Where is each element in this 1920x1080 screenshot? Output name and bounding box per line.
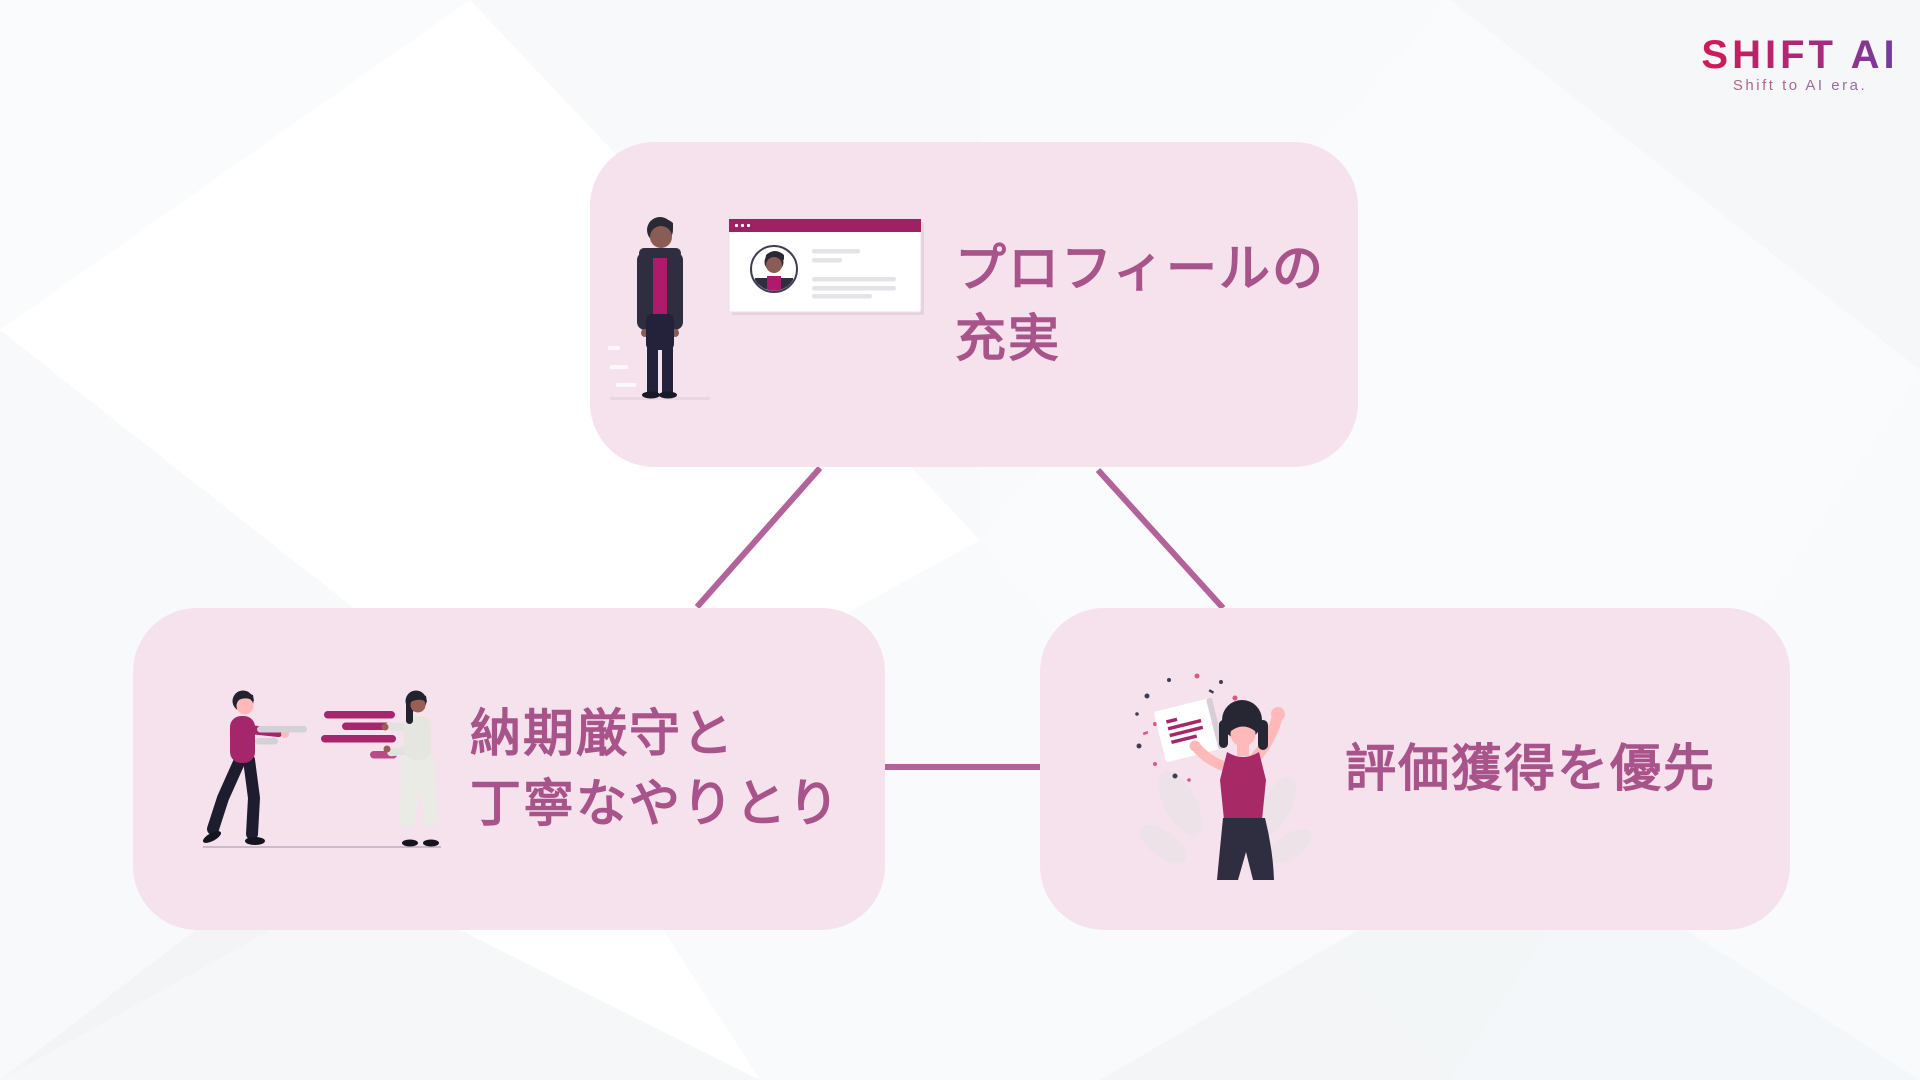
label-line-1: 評価獲得を優先: [1345, 740, 1717, 797]
label-line-1: プロフィールの: [955, 240, 1325, 297]
two-people-messaging-illustration: [203, 690, 441, 848]
walking-man-figure: [203, 690, 289, 845]
confetti-dots: [1135, 673, 1238, 782]
label-line-2: 充実: [955, 310, 1062, 367]
node-label-review: 評価獲得を優先: [1345, 734, 1716, 804]
placeholder-text-lines: [812, 249, 896, 299]
chat-message-bars: [255, 711, 397, 759]
node-card-profile: プロフィールの 充実: [590, 142, 1358, 467]
woman-celebrating-certificate-illustration: [1135, 673, 1312, 880]
label-line-2: 丁寧なやりとり: [470, 775, 842, 832]
man-presenting-profile-browser-illustration: [608, 217, 924, 400]
node-card-deadline: 納期厳守と 丁寧なやりとり: [133, 608, 885, 930]
node-label-deadline: 納期厳守と 丁寧なやりとり: [470, 699, 841, 839]
node-card-review: 評価獲得を優先: [1040, 608, 1790, 930]
logo-tagline: Shift to AI era.: [1694, 77, 1906, 95]
browser-profile-window: [728, 218, 924, 315]
label-line-1: 納期厳守と: [470, 705, 736, 762]
celebrating-woman-figure: [1189, 700, 1285, 880]
leaf-decoration: [1139, 770, 1312, 864]
standing-woman-figure: [381, 690, 439, 847]
standing-man-figure: [608, 217, 710, 400]
node-label-profile: プロフィールの 充実: [955, 234, 1325, 374]
review-certificate-card: [1154, 697, 1224, 762]
logo-title: SHIFT AI: [1694, 34, 1906, 76]
logo: SHIFT AI Shift to AI era.: [1694, 34, 1906, 95]
